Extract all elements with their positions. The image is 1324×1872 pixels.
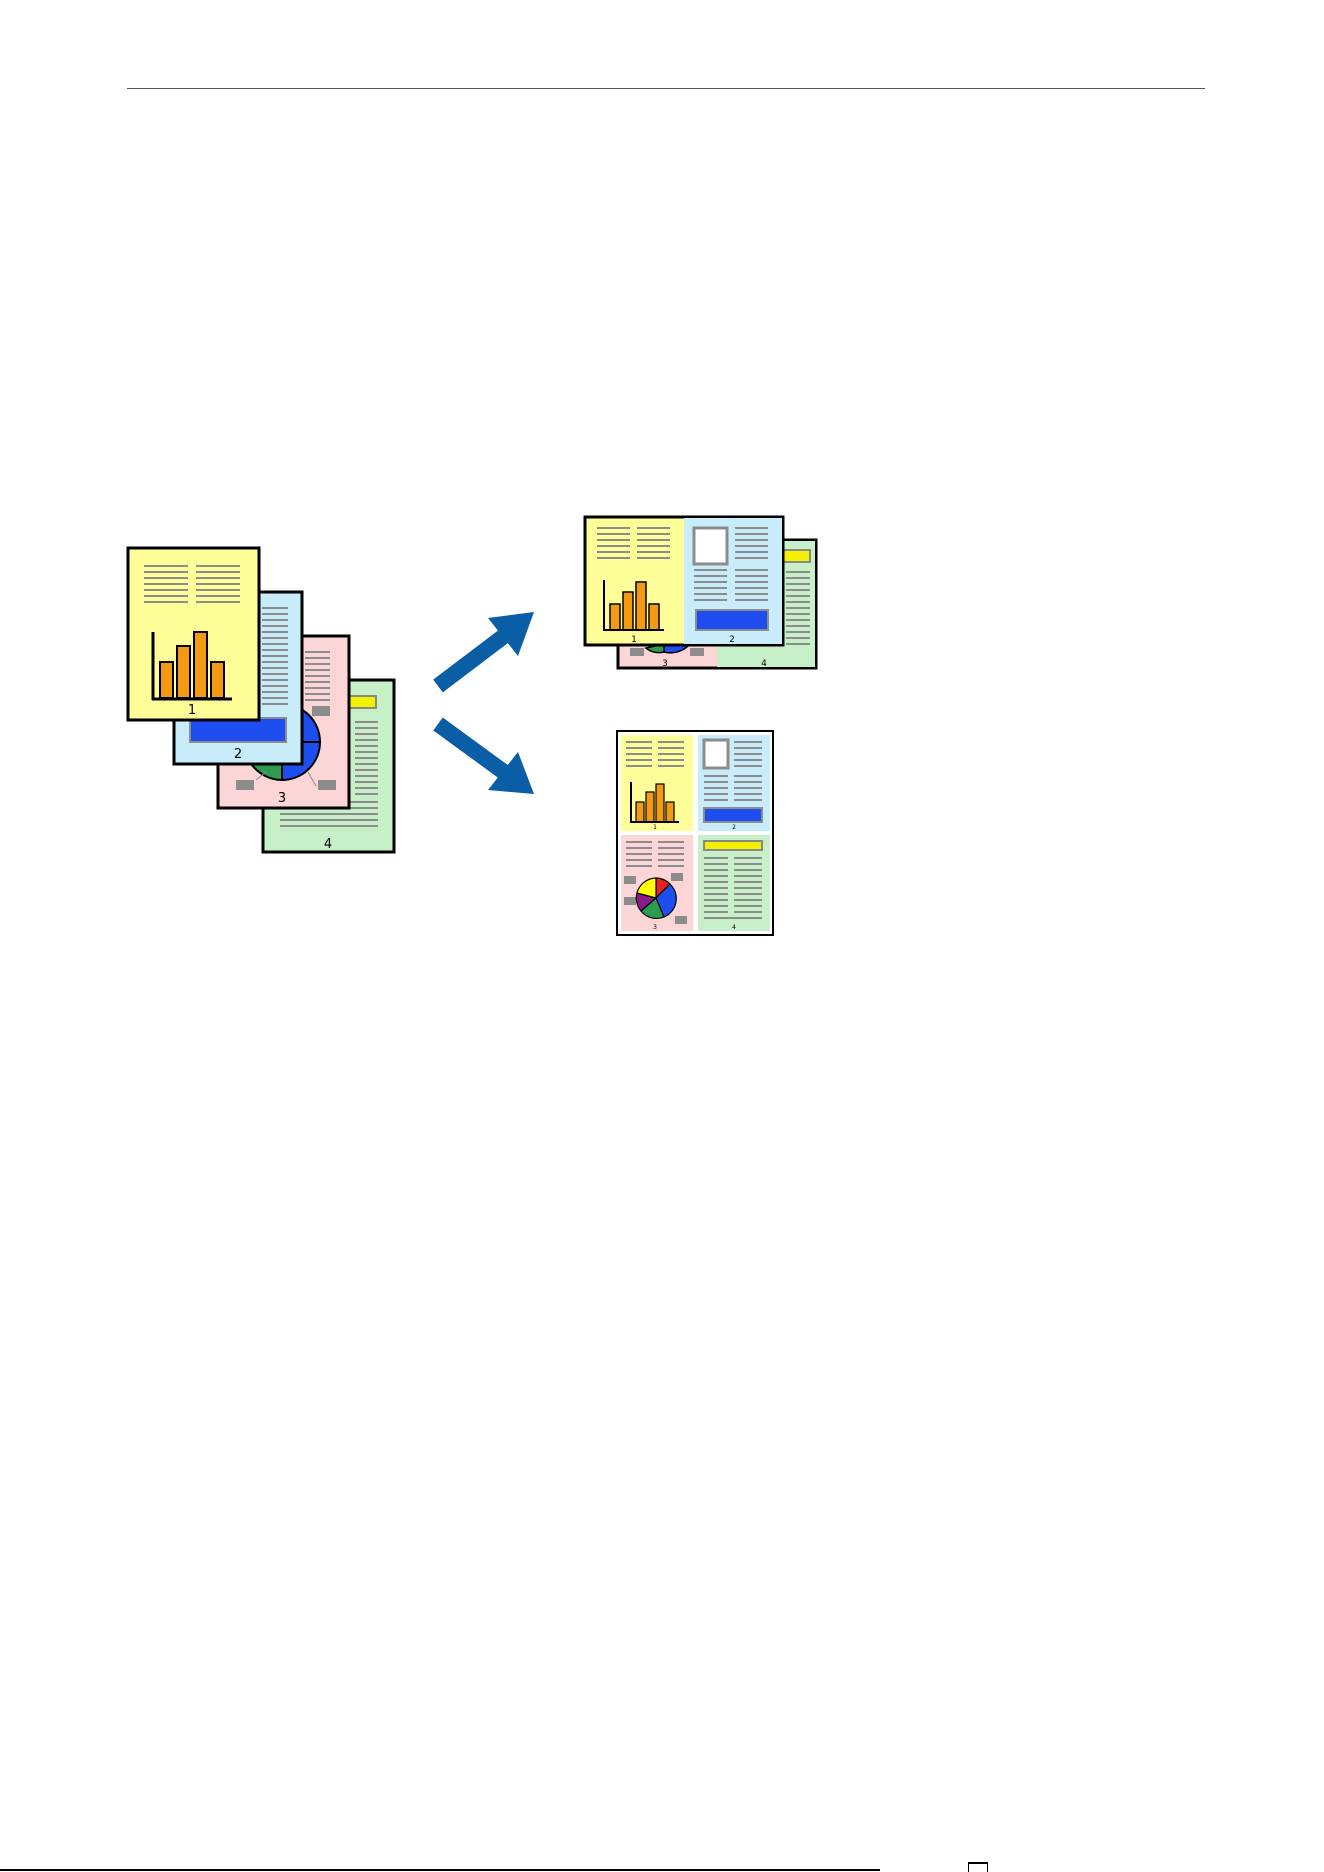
page-number-3: 3 [278,791,286,806]
two-up-page-4: 4 [761,659,767,669]
two-up-page-3: 3 [662,659,668,669]
four-up-page-1: 1 [653,824,657,831]
two-up-page-2: 2 [729,635,735,645]
footer-mark [968,1862,988,1872]
two-up-sheet-front: 1 2 [585,517,783,645]
four-up-page-4: 4 [732,924,736,931]
page-number-1: 1 [188,703,196,718]
two-up-page-1: 1 [631,635,637,645]
arrow-down-right-icon [438,724,534,794]
footer-rule [0,1869,880,1871]
page-number-2: 2 [234,747,242,762]
source-page-1: 1 [128,548,259,720]
page-number-4: 4 [324,837,332,852]
four-up-sheet: 1 2 [617,731,773,935]
four-up-page-2: 2 [732,824,736,831]
arrow-up-right-icon [438,612,534,686]
four-up-page-3: 3 [653,924,657,931]
